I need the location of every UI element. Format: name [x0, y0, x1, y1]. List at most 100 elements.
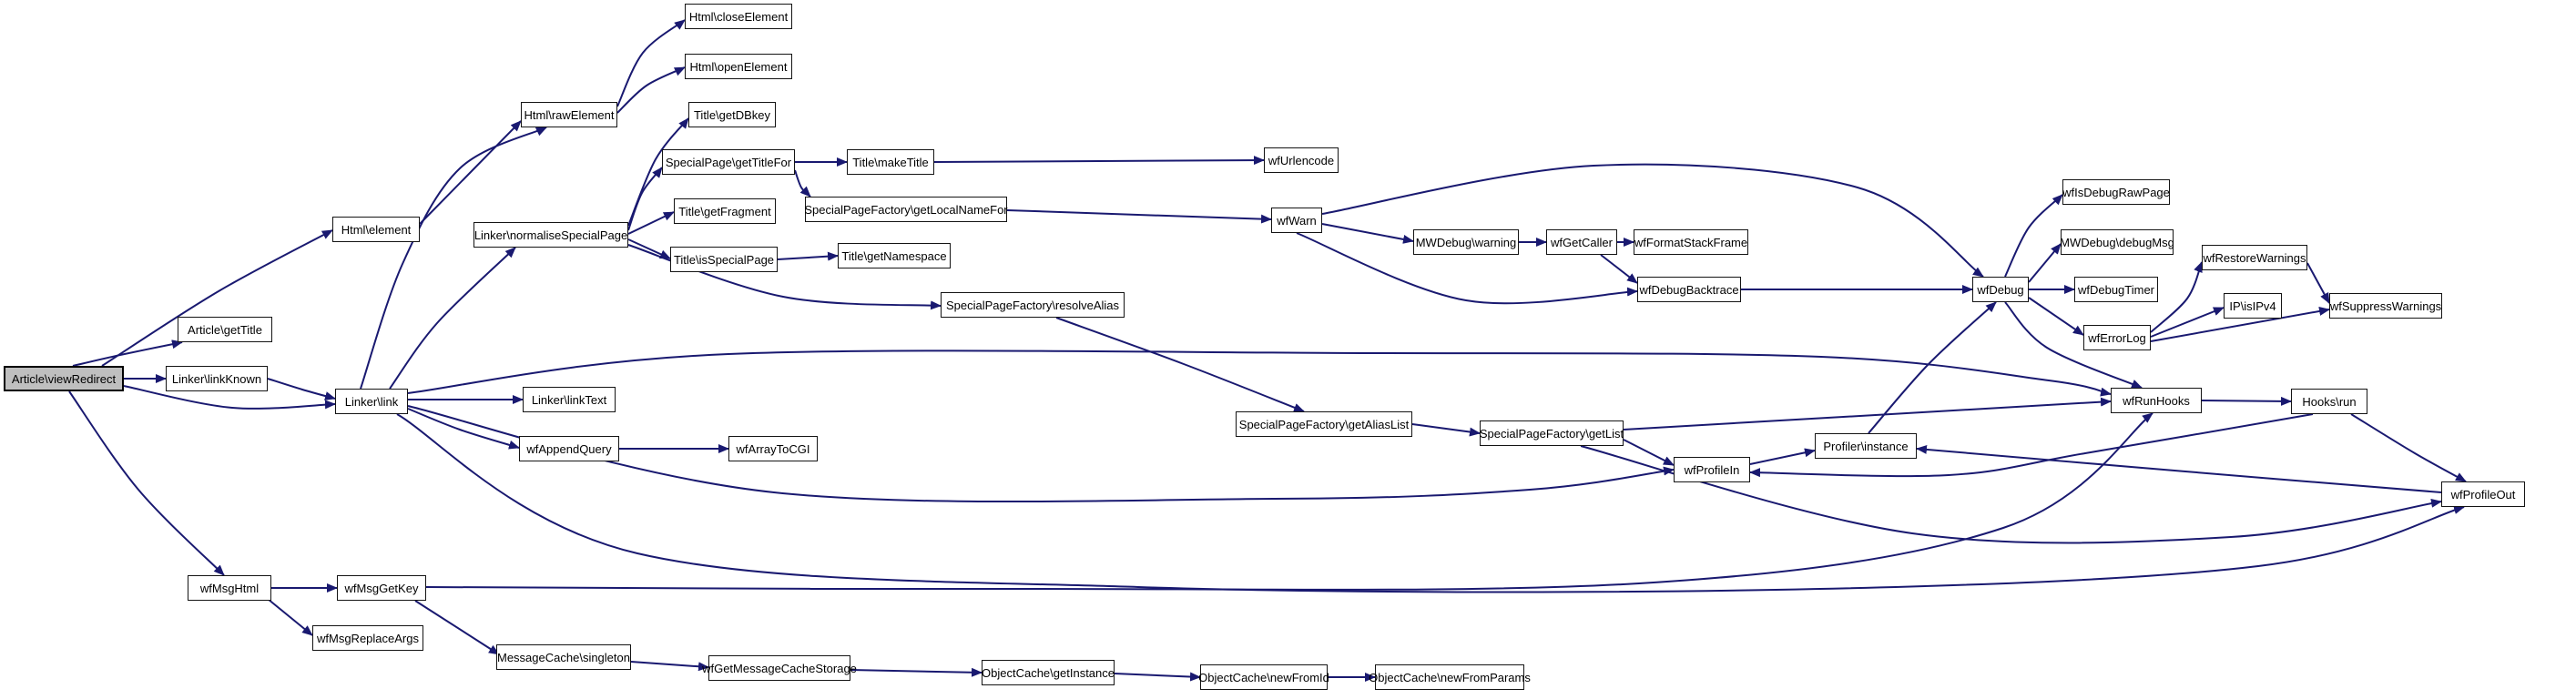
graph-edge-wfMsgHtml-to-wfMsgReplaceArgs — [267, 598, 313, 636]
graph-edge-wfErrorLog-to-wfRestoreWarnings — [2150, 261, 2203, 333]
graph-edge-wfRunHooks-to-hooksRun — [2201, 396, 2292, 406]
graph-edge-getAliasList-to-getList — [1411, 423, 1481, 437]
graph-edge-wfWarn-to-wfDebug — [1321, 163, 1984, 278]
graph-edge-viewRedirect-to-htmlElement — [101, 229, 333, 367]
graph-node-profilerInstance[interactable]: Profiler\instance — [1815, 433, 1917, 459]
graph-edge-normaliseSpecialPage-to-isSpecialPage — [627, 238, 671, 259]
graph-edge-wfGetCaller-to-wfDebugBacktrace — [1600, 254, 1638, 284]
graph-edge-rawElement-to-openElement — [616, 66, 686, 114]
graph-node-getTitle[interactable]: Article\getTitle — [178, 317, 272, 342]
graph-node-newFromParams[interactable]: ObjectCache\newFromParams — [1369, 664, 1531, 690]
graph-node-wfWarn[interactable]: wfWarn — [1271, 208, 1322, 233]
graph-edge-isSpecialPage-to-getNamespace — [777, 251, 839, 261]
graph-node-getAliasList[interactable]: SpecialPageFactory\getAliasList — [1236, 411, 1412, 437]
graph-edge-link-to-normaliseSpecialPage — [389, 247, 516, 390]
graph-edge-getList-to-wfRunHooks — [1623, 397, 2112, 431]
graph-node-wfIsDebugRawPage[interactable]: wfIsDebugRawPage — [2062, 179, 2170, 205]
graph-edge-wfDebug-to-mwdebugDebugMsg — [2028, 243, 2062, 283]
graph-node-newFromId[interactable]: ObjectCache\newFromId — [1198, 664, 1329, 690]
graph-edge-wfRestoreWarnings-to-wfSuppressWarnings — [2306, 262, 2330, 304]
graph-node-makeTitle[interactable]: Title\makeTitle — [847, 149, 934, 175]
graph-node-wfGetMessageCacheStorage[interactable]: wfGetMessageCacheStorage — [702, 655, 857, 681]
graph-node-openElement[interactable]: Html\openElement — [685, 54, 792, 79]
graph-edge-profilerInstance-to-wfDebug — [1868, 301, 1997, 434]
graph-node-linkText[interactable]: Linker\linkText — [523, 387, 616, 412]
graph-edge-link-to-wfAppendQuery — [407, 408, 520, 450]
graph-node-linkKnown[interactable]: Linker\linkKnown — [166, 366, 268, 391]
graph-edge-link-to-wfProfileOut — [396, 413, 2465, 593]
graph-node-wfMsgReplaceArgs[interactable]: wfMsgReplaceArgs — [312, 625, 423, 651]
graph-edge-getTitleFor-to-getLocalNameFor — [794, 169, 811, 198]
graph-node-objGetInstance[interactable]: ObjectCache\getInstance — [982, 660, 1115, 685]
graph-node-wfRunHooks[interactable]: wfRunHooks — [2111, 388, 2202, 413]
graph-edge-wfDebug-to-wfRunHooks — [2004, 301, 2143, 389]
graph-edge-resolveAlias-to-getAliasList — [1055, 317, 1305, 412]
graph-node-isSpecialPage[interactable]: Title\isSpecialPage — [670, 247, 778, 272]
graph-edge-htmlElement-to-rawElement — [419, 120, 522, 225]
graph-edge-hooksRun-to-wfProfileOut — [2350, 413, 2467, 482]
graph-node-urlencode[interactable]: wfUrlencode — [1264, 147, 1339, 173]
graph-node-ipIsIPv4[interactable]: IP\isIPv4 — [2224, 293, 2282, 319]
graph-edge-hooksRun-to-wfProfileIn — [1749, 413, 2314, 478]
graph-edge-wfProfileIn-to-profilerInstance — [1749, 448, 1816, 465]
graph-edge-wfWarn-to-mwdebugWarning — [1321, 223, 1414, 244]
graph-edge-viewRedirect-to-getTitle — [72, 339, 183, 367]
graph-node-mwdebugWarning[interactable]: MWDebug\warning — [1413, 229, 1519, 255]
graph-node-wfDebugTimer[interactable]: wfDebugTimer — [2074, 277, 2158, 302]
graph-node-wfMsgHtml[interactable]: wfMsgHtml — [188, 575, 271, 601]
graph-node-closeElement[interactable]: Html\closeElement — [685, 4, 792, 29]
graph-node-getNamespace[interactable]: Title\getNamespace — [838, 243, 951, 268]
graph-node-rawElement[interactable]: Html\rawElement — [521, 102, 617, 127]
graph-node-htmlElement[interactable]: Html\element — [332, 217, 420, 242]
graph-node-getFragment[interactable]: Title\getFragment — [674, 198, 776, 224]
graph-node-link[interactable]: Linker\link — [335, 389, 408, 414]
graph-node-wfMsgGetKey[interactable]: wfMsgGetKey — [337, 575, 426, 601]
graph-edge-wfErrorLog-to-ipIsIPv4 — [2150, 307, 2225, 338]
graph-node-wfAppendQuery[interactable]: wfAppendQuery — [519, 436, 619, 461]
graph-edge-normaliseSpecialPage-to-getFragment — [627, 211, 675, 235]
graph-node-hooksRun[interactable]: Hooks\run — [2291, 389, 2367, 414]
graph-node-wfDebugBacktrace[interactable]: wfDebugBacktrace — [1637, 277, 1741, 302]
graph-edge-linkKnown-to-link — [267, 378, 336, 400]
graph-node-mwdebugDebugMsg[interactable]: MWDebug\debugMsg — [2060, 229, 2174, 255]
graph-edge-link-to-rawElement — [360, 127, 547, 390]
graph-edge-normaliseSpecialPage-to-resolveAlias — [627, 244, 942, 310]
graph-node-wfDebug[interactable]: wfDebug — [1972, 277, 2029, 302]
graph-node-viewRedirect: Article\viewRedirect — [4, 366, 124, 391]
graph-node-wfRestoreWarnings[interactable]: wfRestoreWarnings — [2202, 245, 2307, 270]
graph-node-wfArrayToCGI[interactable]: wfArrayToCGI — [728, 436, 818, 461]
graph-node-getDBkey[interactable]: Title\getDBkey — [688, 102, 776, 127]
graph-edge-link-to-wfRunHooks — [407, 350, 2112, 397]
graph-node-wfFormatStackFrame[interactable]: wfFormatStackFrame — [1634, 229, 1748, 255]
graph-edge-getLocalNameFor-to-wfWarn — [1006, 209, 1272, 224]
graph-node-getLocalNameFor[interactable]: SpecialPageFactory\getLocalNameFor — [804, 197, 1008, 222]
graph-edge-rawElement-to-closeElement — [616, 19, 686, 107]
graph-edge-getList-to-wfProfileOut — [1580, 445, 2442, 544]
graph-node-getTitleFor[interactable]: SpecialPage\getTitleFor — [662, 149, 795, 175]
graph-node-wfProfileIn[interactable]: wfProfileIn — [1674, 457, 1750, 482]
graph-node-msgCacheSingleton[interactable]: MessageCache\singleton — [496, 644, 631, 670]
graph-edge-getList-to-wfProfileIn — [1623, 439, 1675, 466]
graph-edge-wfGetMessageCacheStorage-to-objGetInstance — [850, 667, 983, 677]
graph-edge-viewRedirect-to-link — [123, 385, 336, 410]
graph-edge-wfDebug-to-wfErrorLog — [2028, 297, 2084, 336]
graph-edge-objGetInstance-to-newFromId — [1114, 672, 1201, 682]
graph-edge-wfMsgGetKey-to-wfRunHooks — [425, 412, 2153, 591]
graph-node-normaliseSpecialPage[interactable]: Linker\normaliseSpecialPage — [473, 222, 628, 248]
graph-node-resolveAlias[interactable]: SpecialPageFactory\resolveAlias — [941, 292, 1125, 318]
graph-edge-wfDebug-to-wfIsDebugRawPage — [2004, 194, 2063, 278]
graph-node-getList[interactable]: SpecialPageFactory\getList — [1480, 420, 1624, 446]
graph-edge-msgCacheSingleton-to-wfGetMessageCacheStorage — [630, 661, 709, 672]
graph-node-wfProfileOut[interactable]: wfProfileOut — [2441, 481, 2525, 507]
graph-edge-normaliseSpecialPage-to-getTitleFor — [627, 167, 663, 231]
graph-node-wfGetCaller[interactable]: wfGetCaller — [1546, 229, 1617, 255]
graph-node-wfErrorLog[interactable]: wfErrorLog — [2083, 325, 2151, 350]
graph-edge-makeTitle-to-urlencode — [933, 156, 1265, 166]
graph-node-wfSuppressWarnings[interactable]: wfSuppressWarnings — [2329, 293, 2442, 319]
graph-edge-viewRedirect-to-wfMsgHtml — [68, 390, 225, 576]
graph-edge-wfProfileOut-to-profilerInstance — [1916, 444, 2442, 493]
graph-edge-wfErrorLog-to-wfSuppressWarnings — [2150, 307, 2330, 342]
graph-edge-wfWarn-to-wfDebugBacktrace — [1296, 232, 1638, 305]
